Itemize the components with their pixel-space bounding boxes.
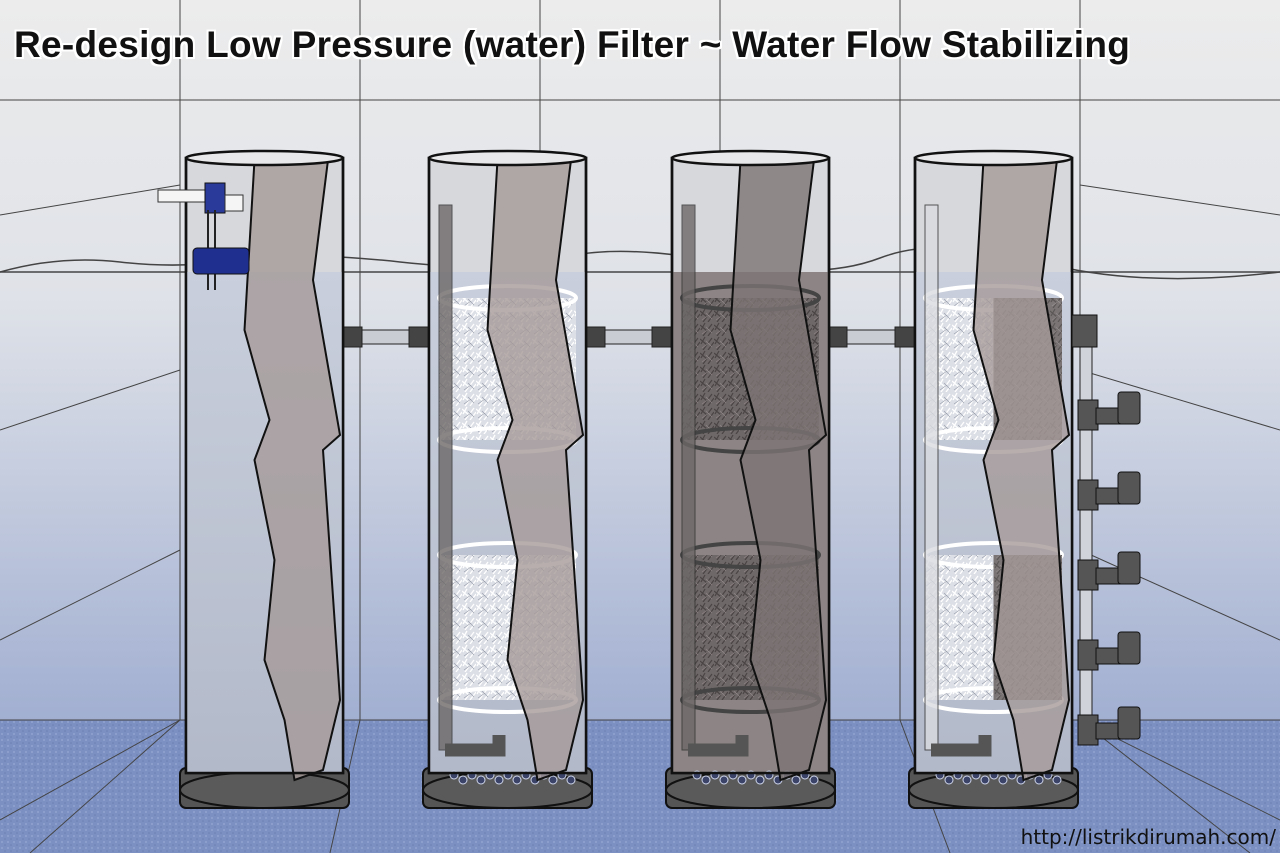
- filter-tank-3: [665, 149, 836, 809]
- filter-tank-1: [179, 149, 350, 809]
- float-valve-icon: [157, 182, 250, 290]
- riser-pipe: [681, 204, 696, 751]
- riser-pipe: [438, 204, 453, 751]
- divider-baffle: [972, 159, 1071, 782]
- gravel-bed: [449, 770, 576, 785]
- gravel-bed: [692, 770, 819, 785]
- watermark-url: http://listrikdirumah.com/: [1020, 825, 1276, 849]
- filter-tank-4: [908, 149, 1079, 809]
- outlet-manifold: [1071, 314, 1141, 746]
- connecting-pipe: [824, 326, 920, 348]
- riser-pipe: [924, 204, 939, 751]
- divider-baffle: [729, 159, 828, 782]
- divider-baffle: [243, 159, 342, 782]
- filter-tank-2: [422, 149, 593, 809]
- page-title: Re-design Low Pressure (water) Filter ~ …: [14, 24, 1131, 65]
- connecting-pipe: [339, 326, 434, 348]
- divider-baffle: [486, 159, 585, 782]
- connecting-pipe: [582, 326, 677, 348]
